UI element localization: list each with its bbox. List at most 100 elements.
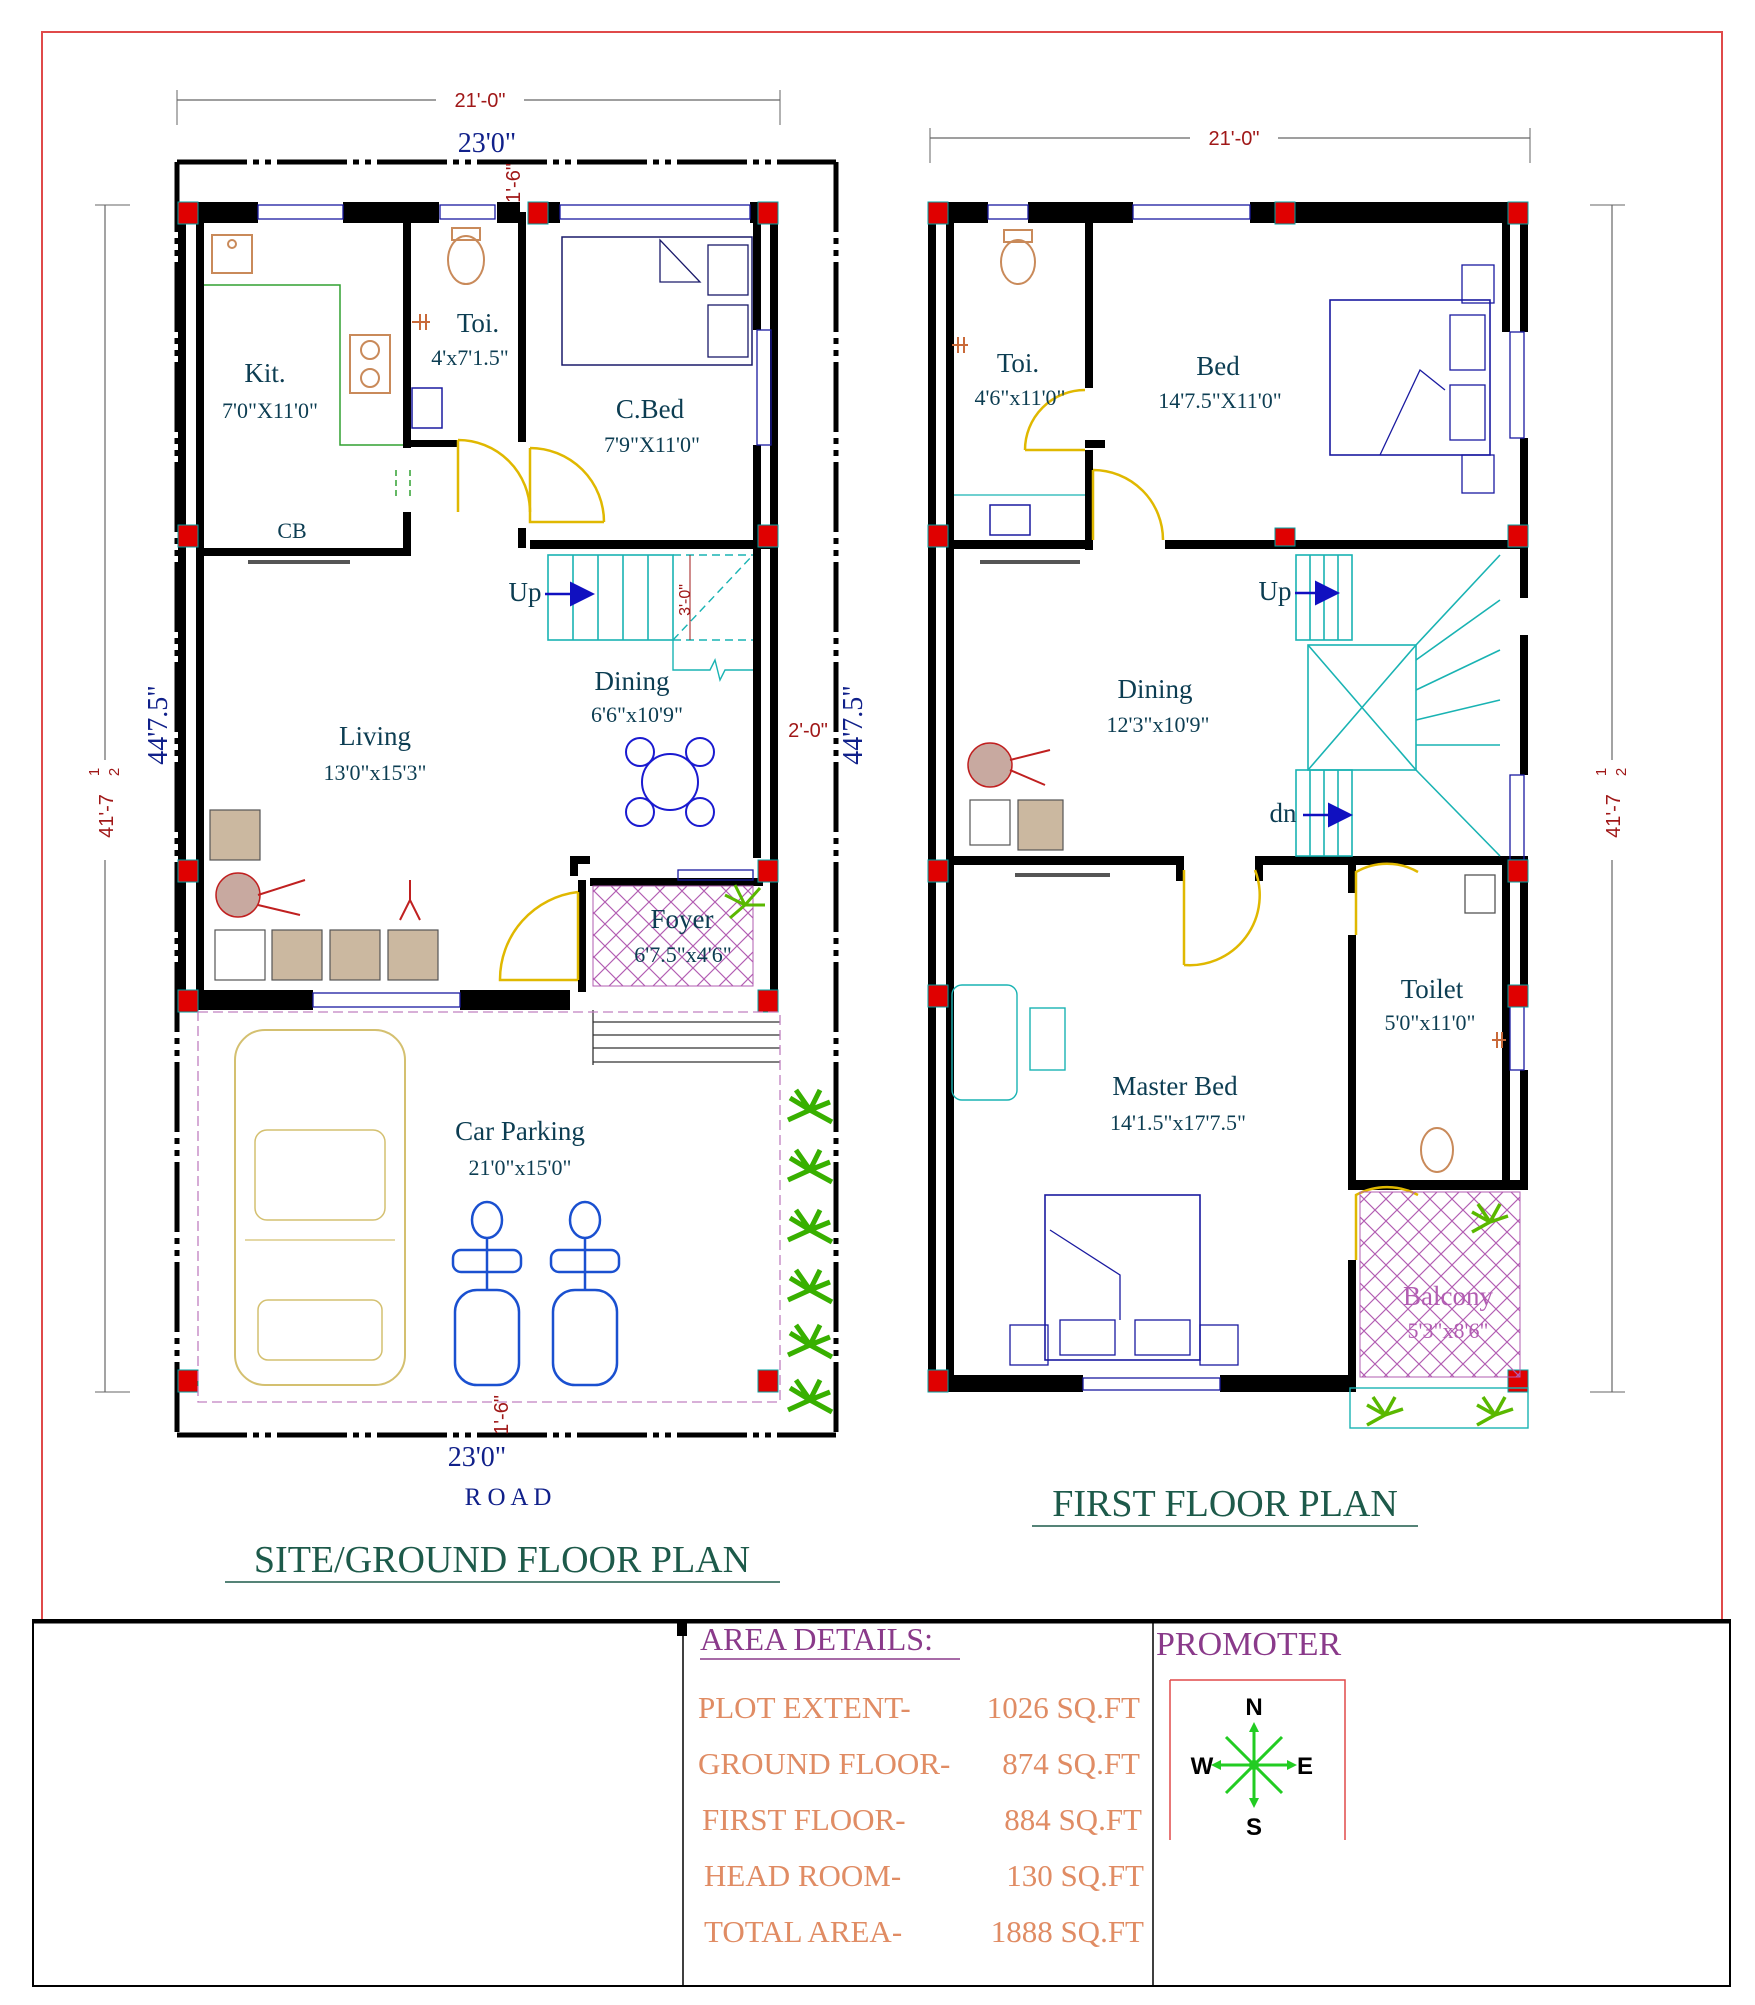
gf-window-bed — [559, 204, 751, 220]
ff-right-dim-mask — [1598, 760, 1624, 860]
gf-wall-right — [770, 202, 778, 1010]
ff-wc-tank-icon — [1003, 229, 1033, 243]
gf-burner-1-icon — [360, 340, 380, 360]
ff-wall-bed-inner-right — [1502, 212, 1510, 332]
gf-col-3 — [757, 201, 779, 225]
gf-living-furniture — [209, 809, 439, 981]
gf-scooter-1-icon — [451, 1200, 523, 1387]
gf-left-dim-a: 41'-7 — [96, 794, 118, 838]
gf-foyer-floor — [592, 885, 754, 987]
ff-wall-bottom-1 — [928, 1375, 1083, 1392]
ff-window-master — [1082, 1377, 1221, 1391]
ff-col-4 — [927, 524, 949, 548]
ff-master-blanket-icon — [1049, 1229, 1121, 1320]
ff-wall-door-tick-a — [1176, 856, 1184, 881]
ff-wall-bottom-2 — [1220, 1375, 1356, 1392]
ff-wall-toilet-left-b — [1348, 935, 1356, 1185]
gf-wall-dining-right — [753, 548, 761, 858]
gf-columns — [177, 201, 779, 1393]
gf-window-kit — [257, 204, 344, 220]
gf-setback-top: 1'-6" — [503, 163, 525, 203]
ff-wall-inner-left — [946, 212, 954, 1380]
gf-blanket-icon — [659, 238, 702, 283]
gf-door-foyer — [498, 890, 579, 982]
gf-col-10 — [177, 1369, 199, 1393]
gf-left-dim-b: 1 — [86, 768, 103, 776]
gf-sink-tap-icon — [227, 239, 237, 249]
gf-burner-2-icon — [360, 368, 380, 388]
ff-wall-toi-bed-lower — [1085, 450, 1093, 550]
gf-room-toi-name: Toi. — [457, 308, 499, 338]
ff-room-master-name: Master Bed — [1112, 1071, 1238, 1101]
ff-window-toi — [987, 204, 1029, 220]
ff-blanket-icon — [1379, 368, 1446, 456]
gf-wall-kit-toi — [403, 212, 411, 448]
ff-col-3 — [1507, 201, 1529, 225]
ff-door-toilet — [1354, 862, 1419, 935]
area-row-plot-value: 1026 SQ.FT — [987, 1690, 1140, 1725]
ff-wall-right-d — [1520, 860, 1528, 990]
gf-wall-bottom-2 — [460, 990, 570, 1010]
ff-wall-toilet-left-a — [1348, 865, 1356, 893]
gf-window-foyer — [677, 869, 754, 881]
ff-stair-well — [1307, 644, 1417, 771]
gf-wall-kit-bottom — [403, 512, 411, 556]
ff-wall-toi-tick — [1085, 440, 1105, 448]
gf-door-bed — [528, 446, 606, 524]
ff-wall-right-a — [1520, 202, 1528, 332]
gf-left-dim-c: 2 — [106, 768, 123, 776]
gf-col-8 — [177, 989, 199, 1013]
ff-walls — [928, 202, 1528, 1392]
ff-stair-well-diag-2 — [1307, 644, 1417, 771]
gf-stair-flight — [547, 554, 674, 641]
ff-room-bed-name: Bed — [1196, 351, 1240, 381]
ff-wall-right-b — [1520, 438, 1528, 598]
ff-nightstand-2-icon — [1461, 454, 1495, 494]
gf-room-cbed-name: C.Bed — [616, 394, 685, 424]
gf-col-1 — [177, 201, 199, 225]
ff-pillow-1-icon — [1449, 314, 1486, 371]
ff-door-toi — [1023, 388, 1086, 452]
ff-col-10 — [1507, 984, 1529, 1008]
promoter-title: PROMOTER — [1156, 1626, 1341, 1663]
gf-col-5 — [757, 524, 779, 548]
ground-floor-plan: 21'-0" 23'0" 23'0" 1'-6" 1'-6" 41'-7 1 2… — [86, 86, 869, 1583]
gf-wall-inner-left — [196, 552, 204, 992]
gf-stair-diag — [672, 554, 754, 641]
ff-col-5 — [1274, 527, 1296, 547]
ff-room-balcony-name: Balcony — [1403, 1281, 1493, 1311]
gf-room-parking-name: Car Parking — [455, 1116, 585, 1146]
gf-wall-bed-right-b — [753, 445, 761, 549]
ff-wall-door-tick-b — [1255, 856, 1263, 881]
gf-shower-icon — [412, 314, 430, 330]
gf-room-dining-size: 6'6"x10'9" — [591, 702, 683, 727]
ff-toilet-wc-icon — [1420, 1127, 1454, 1173]
ff-right-dim-c: 2 — [1613, 768, 1630, 776]
ff-wall-balcony-left — [1348, 1260, 1356, 1390]
gf-wall-top-3 — [497, 202, 520, 223]
ff-master-bed-icon — [1044, 1194, 1201, 1361]
gf-col-11 — [757, 1369, 779, 1393]
gf-left-plot-dim: 44'7.5" — [143, 685, 174, 764]
ff-wall-toilet-right — [1502, 865, 1510, 1185]
gf-chair-icon — [214, 929, 266, 981]
ff-wall-toilet-bottom — [1348, 1180, 1528, 1190]
ff-armchair-legs-icon — [1009, 749, 1051, 786]
ff-room-dining-name: Dining — [1117, 674, 1192, 704]
area-row-total-value: 1888 SQ.FT — [991, 1914, 1144, 1949]
ff-room-toilet-name: Toilet — [1401, 974, 1464, 1004]
gf-parking-boundary — [197, 1011, 781, 1403]
gf-window-toi — [439, 204, 496, 220]
ff-stair-winders — [1415, 554, 1501, 857]
ff-wall-right-c — [1520, 635, 1528, 775]
gf-side-table-icon — [209, 809, 261, 861]
ff-room-toi-size: 4'6"x11'0" — [974, 385, 1065, 410]
ff-master-pillow-2-icon — [1134, 1319, 1191, 1356]
ff-master-nightstand-1-icon — [1009, 1324, 1049, 1366]
gf-pillow-2-icon — [707, 304, 749, 358]
gf-left-dim-mask — [92, 760, 118, 860]
gf-cb-label: CB — [277, 518, 306, 543]
ff-balcony-plants-icon — [1366, 1203, 1514, 1427]
gf-wall-foyer-top-a — [570, 856, 590, 864]
ff-wall-left — [928, 202, 936, 1392]
